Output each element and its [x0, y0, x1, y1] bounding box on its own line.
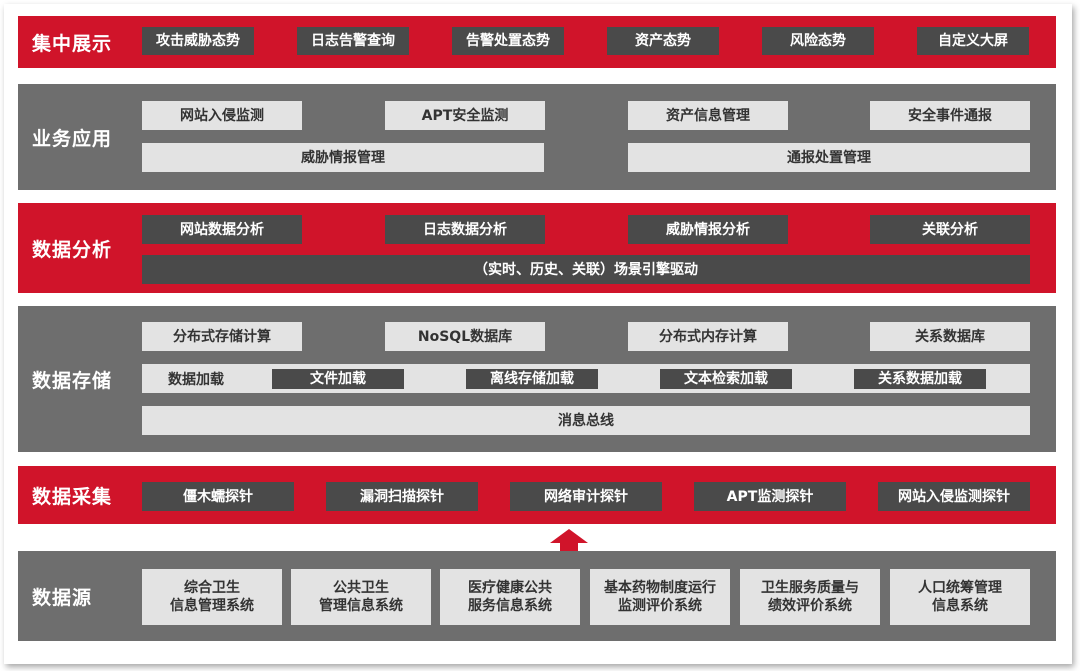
- display-item-risk-situation: 风险态势: [762, 27, 874, 55]
- storage-item-in-memory: 分布式内存计算: [628, 322, 788, 351]
- display-item-alert-handling: 告警处置态势: [452, 27, 564, 55]
- source-line1: 基本药物制度运行: [604, 580, 716, 596]
- display-item-attack-threat: 攻击威胁态势: [142, 27, 254, 55]
- loading-item-offline-storage: 离线存储加载: [466, 369, 598, 389]
- analysis-item-log-data: 日志数据分析: [385, 215, 545, 244]
- layer-application-title: 业务应用: [32, 127, 113, 150]
- app-item-security-event: 安全事件通报: [870, 101, 1030, 130]
- probe-item-vuln-scan: 漏洞扫描探针: [326, 482, 478, 511]
- source-line2: 绩效评价系统: [768, 598, 852, 614]
- layer-display: 集中展示 攻击威胁态势 日志告警查询 告警处置态势 资产态势 风险态势 自定义大…: [18, 16, 1056, 68]
- layer-application: 业务应用 网站入侵监测 APT安全监测 资产信息管理 安全事件通报 威胁情报管理…: [18, 84, 1056, 190]
- layer-analysis-title: 数据分析: [32, 238, 113, 261]
- source-item-population: 人口统筹管理 信息系统: [890, 569, 1030, 625]
- app-item-report-handling: 通报处置管理: [628, 143, 1030, 172]
- source-line1: 卫生服务质量与: [761, 580, 859, 596]
- app-item-threat-intel-mgmt: 威胁情报管理: [142, 143, 544, 172]
- layer-storage-title: 数据存储: [32, 369, 113, 392]
- analysis-scene-engine: （实时、历史、关联）场景引擎驱动: [142, 255, 1030, 284]
- loading-item-relational-data: 关系数据加载: [854, 369, 986, 389]
- app-item-web-intrusion: 网站入侵监测: [142, 101, 302, 130]
- layer-display-title: 集中展示: [32, 32, 113, 55]
- display-item-asset-situation: 资产态势: [607, 27, 719, 55]
- storage-item-distributed-compute: 分布式存储计算: [142, 322, 302, 351]
- source-line1: 医疗健康公共: [468, 580, 552, 596]
- loading-item-file: 文件加载: [272, 369, 404, 389]
- up-arrow-icon: [550, 529, 588, 555]
- analysis-item-threat-intel: 威胁情报分析: [628, 215, 788, 244]
- storage-message-bus: 消息总线: [142, 406, 1030, 435]
- loading-item-text-search: 文本检索加载: [660, 369, 792, 389]
- layer-sources: 数据源 综合卫生 信息管理系统 公共卫生 管理信息系统 医疗健康公共 服务信息系…: [18, 551, 1056, 641]
- layer-analysis: 数据分析 网站数据分析 日志数据分析 威胁情报分析 关联分析 （实时、历史、关联…: [18, 203, 1056, 293]
- source-line1: 人口统筹管理: [918, 580, 1002, 596]
- probe-item-botnet-worm: 僵木蠕探针: [142, 482, 294, 511]
- source-item-medical-public-service: 医疗健康公共 服务信息系统: [440, 569, 580, 625]
- display-item-custom-screen: 自定义大屏: [917, 27, 1029, 55]
- layer-storage: 数据存储 分布式存储计算 NoSQL数据库 分布式内存计算 关系数据库 数据加载…: [18, 306, 1056, 452]
- app-item-apt-monitoring: APT安全监测: [385, 101, 545, 130]
- layer-collection-title: 数据采集: [32, 485, 113, 508]
- layer-sources-title: 数据源: [32, 586, 93, 609]
- source-item-public-health: 公共卫生 管理信息系统: [291, 569, 431, 625]
- analysis-item-correlation: 关联分析: [870, 215, 1030, 244]
- storage-loading-label: 数据加载: [168, 371, 224, 388]
- source-line1: 公共卫生: [333, 580, 389, 596]
- display-item-log-alert-query: 日志告警查询: [297, 27, 409, 55]
- source-line2: 信息管理系统: [170, 598, 254, 614]
- probe-item-network-audit: 网络审计探针: [510, 482, 662, 511]
- source-line2: 管理信息系统: [319, 598, 403, 614]
- analysis-item-web-data: 网站数据分析: [142, 215, 302, 244]
- app-item-asset-info: 资产信息管理: [628, 101, 788, 130]
- storage-item-relational-db: 关系数据库: [870, 322, 1030, 351]
- source-line2: 监测评价系统: [618, 598, 702, 614]
- layer-collection: 数据采集 僵木蠕探针 漏洞扫描探针 网络审计探针 APT监测探针 网站入侵监测探…: [18, 466, 1056, 524]
- source-line1: 综合卫生: [184, 580, 240, 596]
- source-line2: 信息系统: [932, 598, 988, 614]
- probe-item-web-intrusion: 网站入侵监测探针: [878, 482, 1030, 511]
- storage-item-nosql: NoSQL数据库: [385, 322, 545, 351]
- probe-item-apt-monitor: APT监测探针: [694, 482, 846, 511]
- source-line2: 服务信息系统: [468, 598, 552, 614]
- source-item-general-health: 综合卫生 信息管理系统: [142, 569, 282, 625]
- source-item-essential-drugs: 基本药物制度运行 监测评价系统: [590, 569, 730, 625]
- source-item-service-quality: 卫生服务质量与 绩效评价系统: [740, 569, 880, 625]
